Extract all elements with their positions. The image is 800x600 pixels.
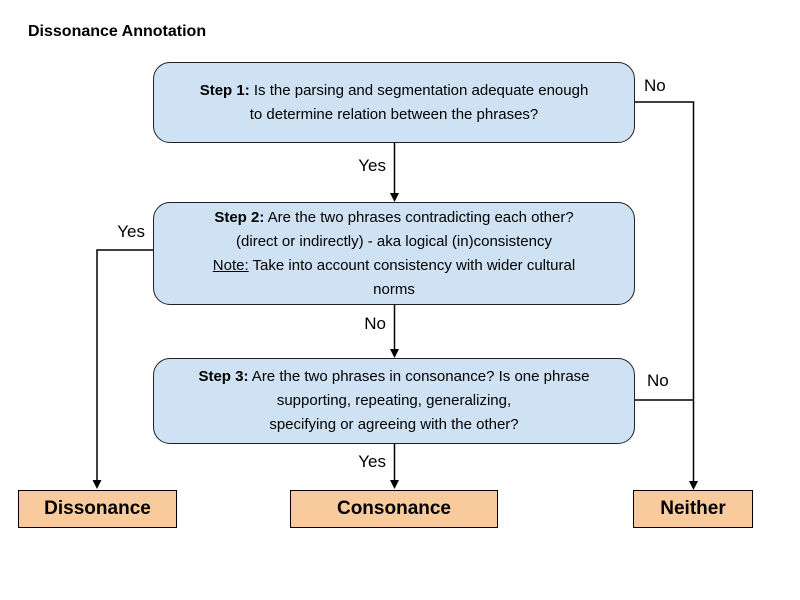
flow-node-step-2: Step 2: Are the two phrases contradictin… [153, 202, 635, 305]
arrowhead-neither [689, 481, 698, 490]
edge-step2-dissonance [96, 249, 153, 482]
flow-node-neither: Neither [633, 490, 753, 528]
edge-step1-neither [635, 101, 695, 483]
step-3-text-line-2: supporting, repeating, generalizing, [276, 392, 512, 409]
edge-label-no-step3: No [647, 371, 669, 390]
arrowhead-step2 [390, 193, 399, 202]
step-1-text-line-1: Step 1: Is the parsing and segmentation … [199, 81, 589, 99]
step-2-text-line-4: norms [373, 280, 415, 298]
flow-node-step-1: Step 1: Is the parsing and segmentation … [153, 62, 635, 143]
step-3-text-line-3: specifying or agreeing with the other? [269, 416, 519, 433]
step-3-text-line-1: Step 3: Are the two phrases in consonanc… [198, 368, 590, 385]
edge-label-no-step2: No [364, 314, 386, 333]
step-2-text-line-1: Step 2: Are the two phrases contradictin… [214, 208, 574, 226]
arrowhead-dissonance [92, 480, 102, 489]
step-2-text-line-3: Note: Take into account consistency with… [212, 256, 576, 274]
arrowhead-consonance [390, 480, 399, 489]
edge-label-yes-step1: Yes [358, 156, 386, 175]
flow-node-consonance: Consonance [290, 490, 498, 528]
edge-label-no-step1: No [644, 76, 666, 95]
flow-node-step-3: Step 3: Are the two phrases in consonanc… [153, 358, 635, 444]
flow-node-dissonance: Dissonance [18, 490, 177, 528]
edge-label-yes-step2: Yes [117, 222, 145, 241]
arrowhead-step3 [390, 349, 399, 358]
step-2-text-line-2: (direct or indirectly) - aka logical (in… [236, 232, 552, 250]
edge-label-yes-step3: Yes [358, 452, 386, 471]
step-1-text-line-2: to determine relation between the phrase… [249, 105, 539, 123]
page-title: Dissonance Annotation [28, 23, 207, 40]
